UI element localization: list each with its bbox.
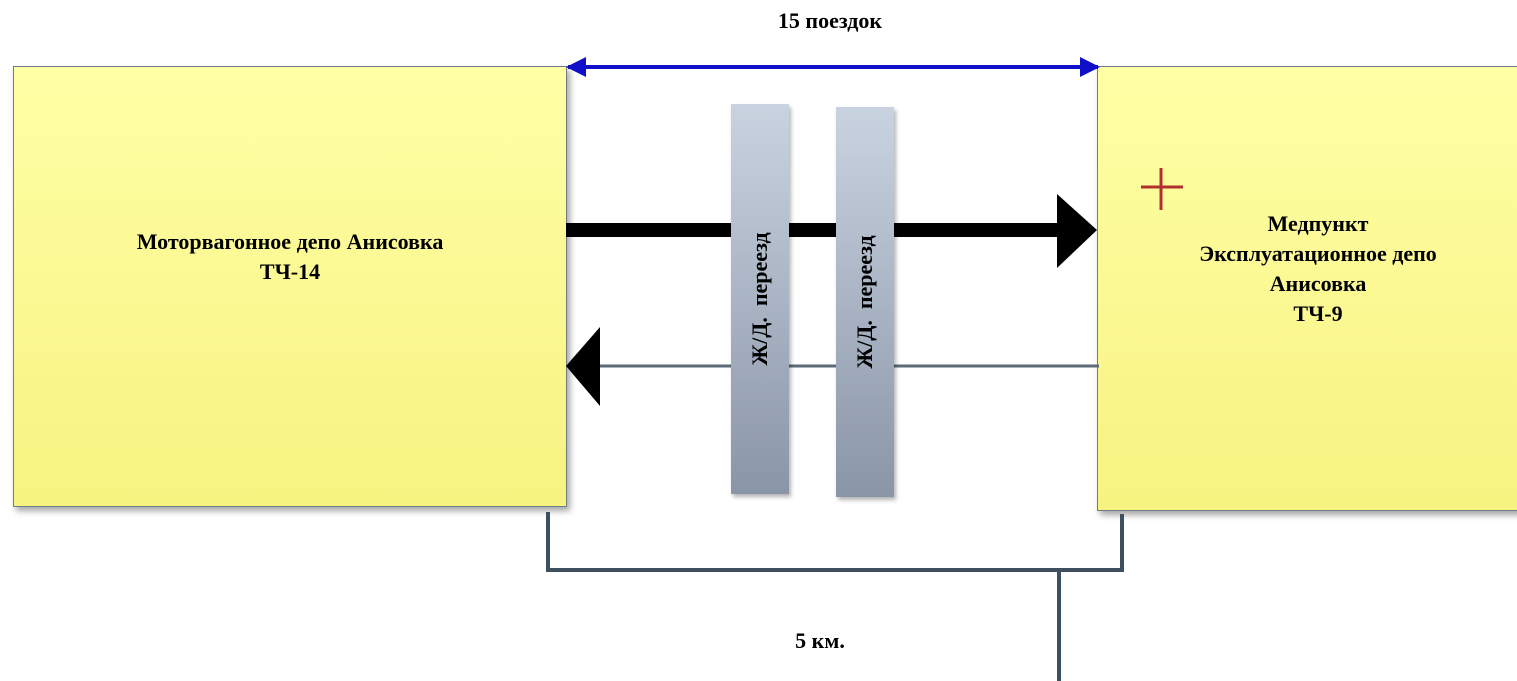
distance-label: 5 км. [795,628,845,653]
depot-box-tch14-code: ТЧ-14 [259,258,321,284]
depot-box-tch14: Моторвагонное депо Анисовка ТЧ-14 [13,66,567,507]
depot-box-tch14-title: Моторвагонное депо Анисовка [136,228,444,254]
railway-crossing-2: Ж/Д. переезд [836,107,894,497]
depot-box-tch9-title: Эксплуатационное депо [1199,240,1437,266]
depot-box-tch9: Медпункт Эксплуатационное депо Анисовка … [1097,66,1517,511]
medical-cross-icon [1141,168,1183,210]
forward-arrow [566,194,1097,268]
distance-connector [546,512,1124,681]
medpoint-label: Медпункт [1267,210,1369,236]
railway-crossing-1-label: Ж/Д. переезд [747,232,772,366]
return-arrow [566,327,1099,406]
trips-label: 15 поездок [777,8,883,33]
depot-box-tch9-code: ТЧ-9 [1293,300,1343,326]
depot-box-tch9-location: Анисовка [1269,270,1367,296]
railway-crossing-1: Ж/Д. переезд [731,104,789,494]
railway-crossing-2-label: Ж/Д. переезд [852,235,877,369]
